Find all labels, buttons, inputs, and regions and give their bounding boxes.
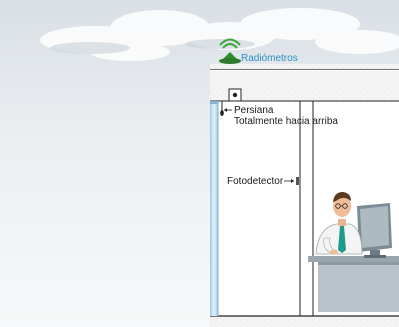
roof-top <box>210 64 399 70</box>
radiometer-label: Radiómetros <box>241 53 298 64</box>
blind-icon <box>220 88 242 116</box>
photodetector-label: Fotodetector <box>227 176 284 187</box>
photodetector-icon <box>284 177 299 185</box>
blind-state-label: Totalmente hacia arriba <box>234 116 338 127</box>
floor-slab <box>210 317 399 327</box>
desk <box>308 256 399 312</box>
radiometer-icon <box>219 38 241 64</box>
blind-label: Persiana <box>234 105 274 116</box>
monitor-icon <box>357 203 392 258</box>
window-glass <box>210 101 218 316</box>
person-icon <box>315 192 363 255</box>
